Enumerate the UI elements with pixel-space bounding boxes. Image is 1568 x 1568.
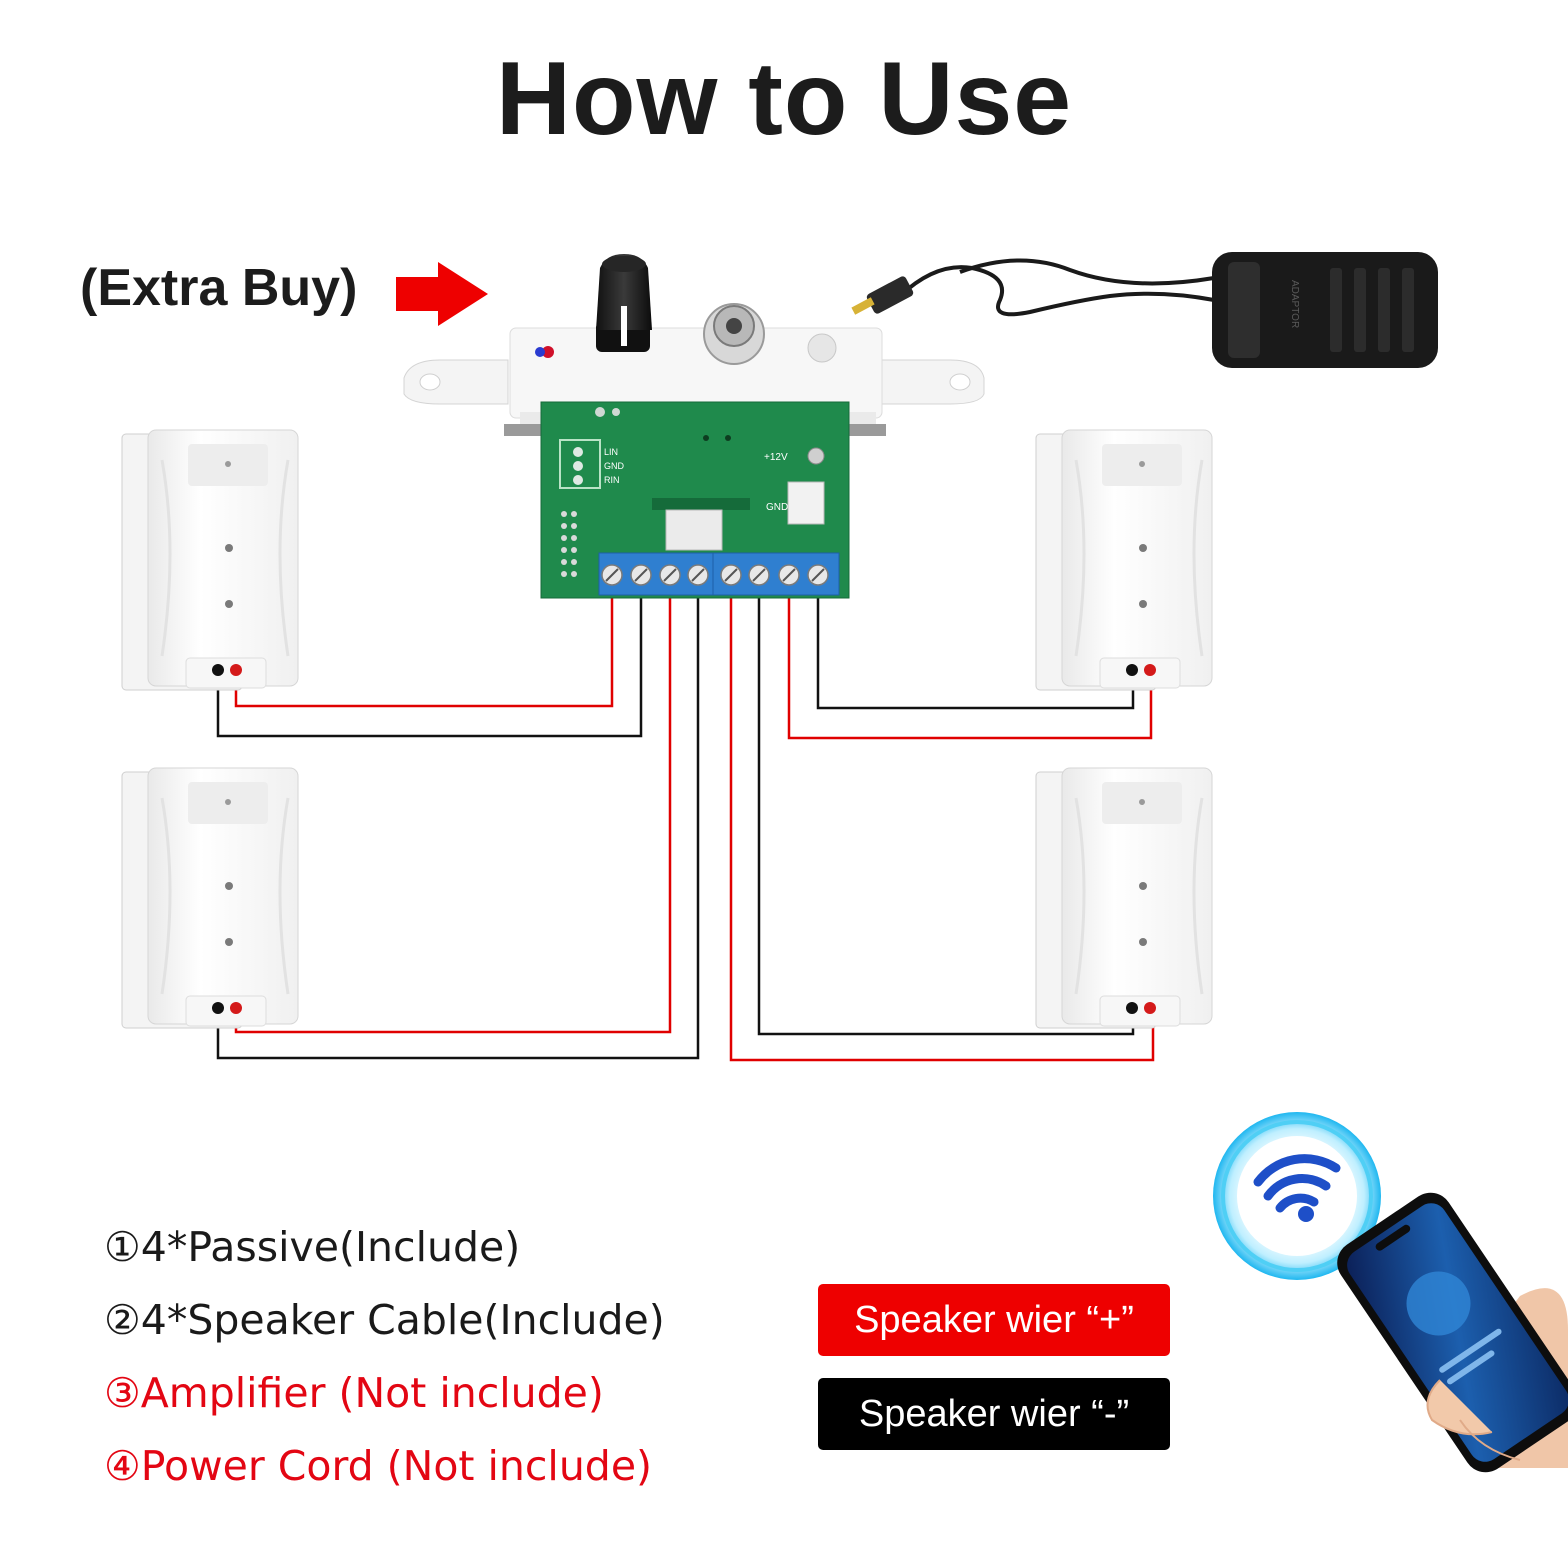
list-item-text: ①4*Passive(Include) — [104, 1223, 521, 1271]
list-item: ④Power Cord (Not include) — [104, 1437, 665, 1510]
list-item-text: ②4*Speaker Cable(Include) — [104, 1296, 665, 1344]
list-item: ②4*Speaker Cable(Include) — [104, 1291, 665, 1364]
legend-positive-wire: Speaker wier “+” — [818, 1284, 1170, 1356]
board-label-rin: RIN — [604, 475, 620, 485]
package-list: ①4*Passive(Include) ②4*Speaker Cable(Inc… — [104, 1218, 665, 1510]
positive-terminal — [1144, 664, 1156, 676]
negative-terminal — [1126, 1002, 1138, 1014]
list-item: ①4*Passive(Include) — [104, 1218, 665, 1291]
speaker-wire — [216, 592, 700, 1060]
terminal-blocks — [598, 552, 840, 596]
speaker-cabinet — [121, 429, 299, 691]
speaker-wire — [216, 592, 643, 738]
page-title: How to Use — [495, 41, 1073, 157]
list-item: ③Amplifier (Not include) — [104, 1364, 665, 1437]
negative-terminal — [1126, 664, 1138, 676]
speaker-cabinet — [121, 767, 299, 1029]
arrow-right-icon — [396, 262, 488, 326]
board-label-gnd: GND — [604, 461, 625, 471]
speaker-wire — [729, 592, 1155, 1062]
positive-terminal — [1144, 1002, 1156, 1014]
smartphone-in-hand — [1337, 1192, 1568, 1473]
board-label-lin: LIN — [604, 447, 618, 457]
positive-terminal — [230, 1002, 242, 1014]
wireless-signal-icon — [1213, 1112, 1381, 1280]
list-item-text: ④Power Cord (Not include) — [104, 1442, 653, 1490]
speaker-cabinet — [1035, 767, 1213, 1029]
speaker-wire — [787, 592, 1153, 740]
list-item-text: ③Amplifier (Not include) — [104, 1369, 604, 1417]
positive-terminal — [230, 664, 242, 676]
adapter-label: ADAPTOR — [1289, 280, 1300, 328]
power-adapter: ADAPTOR — [851, 252, 1438, 368]
passive-speakers — [121, 429, 1213, 1029]
speaker-cabinet — [1035, 429, 1213, 691]
extra-buy-label: (Extra Buy) — [80, 259, 358, 317]
legend-negative-wire: Speaker wier “-” — [818, 1378, 1170, 1450]
amplifier-module: LIN GND RIN +12V GND — [403, 254, 985, 599]
board-label-12v: +12V — [764, 452, 788, 463]
negative-terminal — [212, 1002, 224, 1014]
negative-terminal — [212, 664, 224, 676]
speaker-wire — [234, 592, 672, 1034]
board-label-gnd2: GND — [766, 502, 788, 513]
speaker-wires — [216, 592, 1155, 1062]
